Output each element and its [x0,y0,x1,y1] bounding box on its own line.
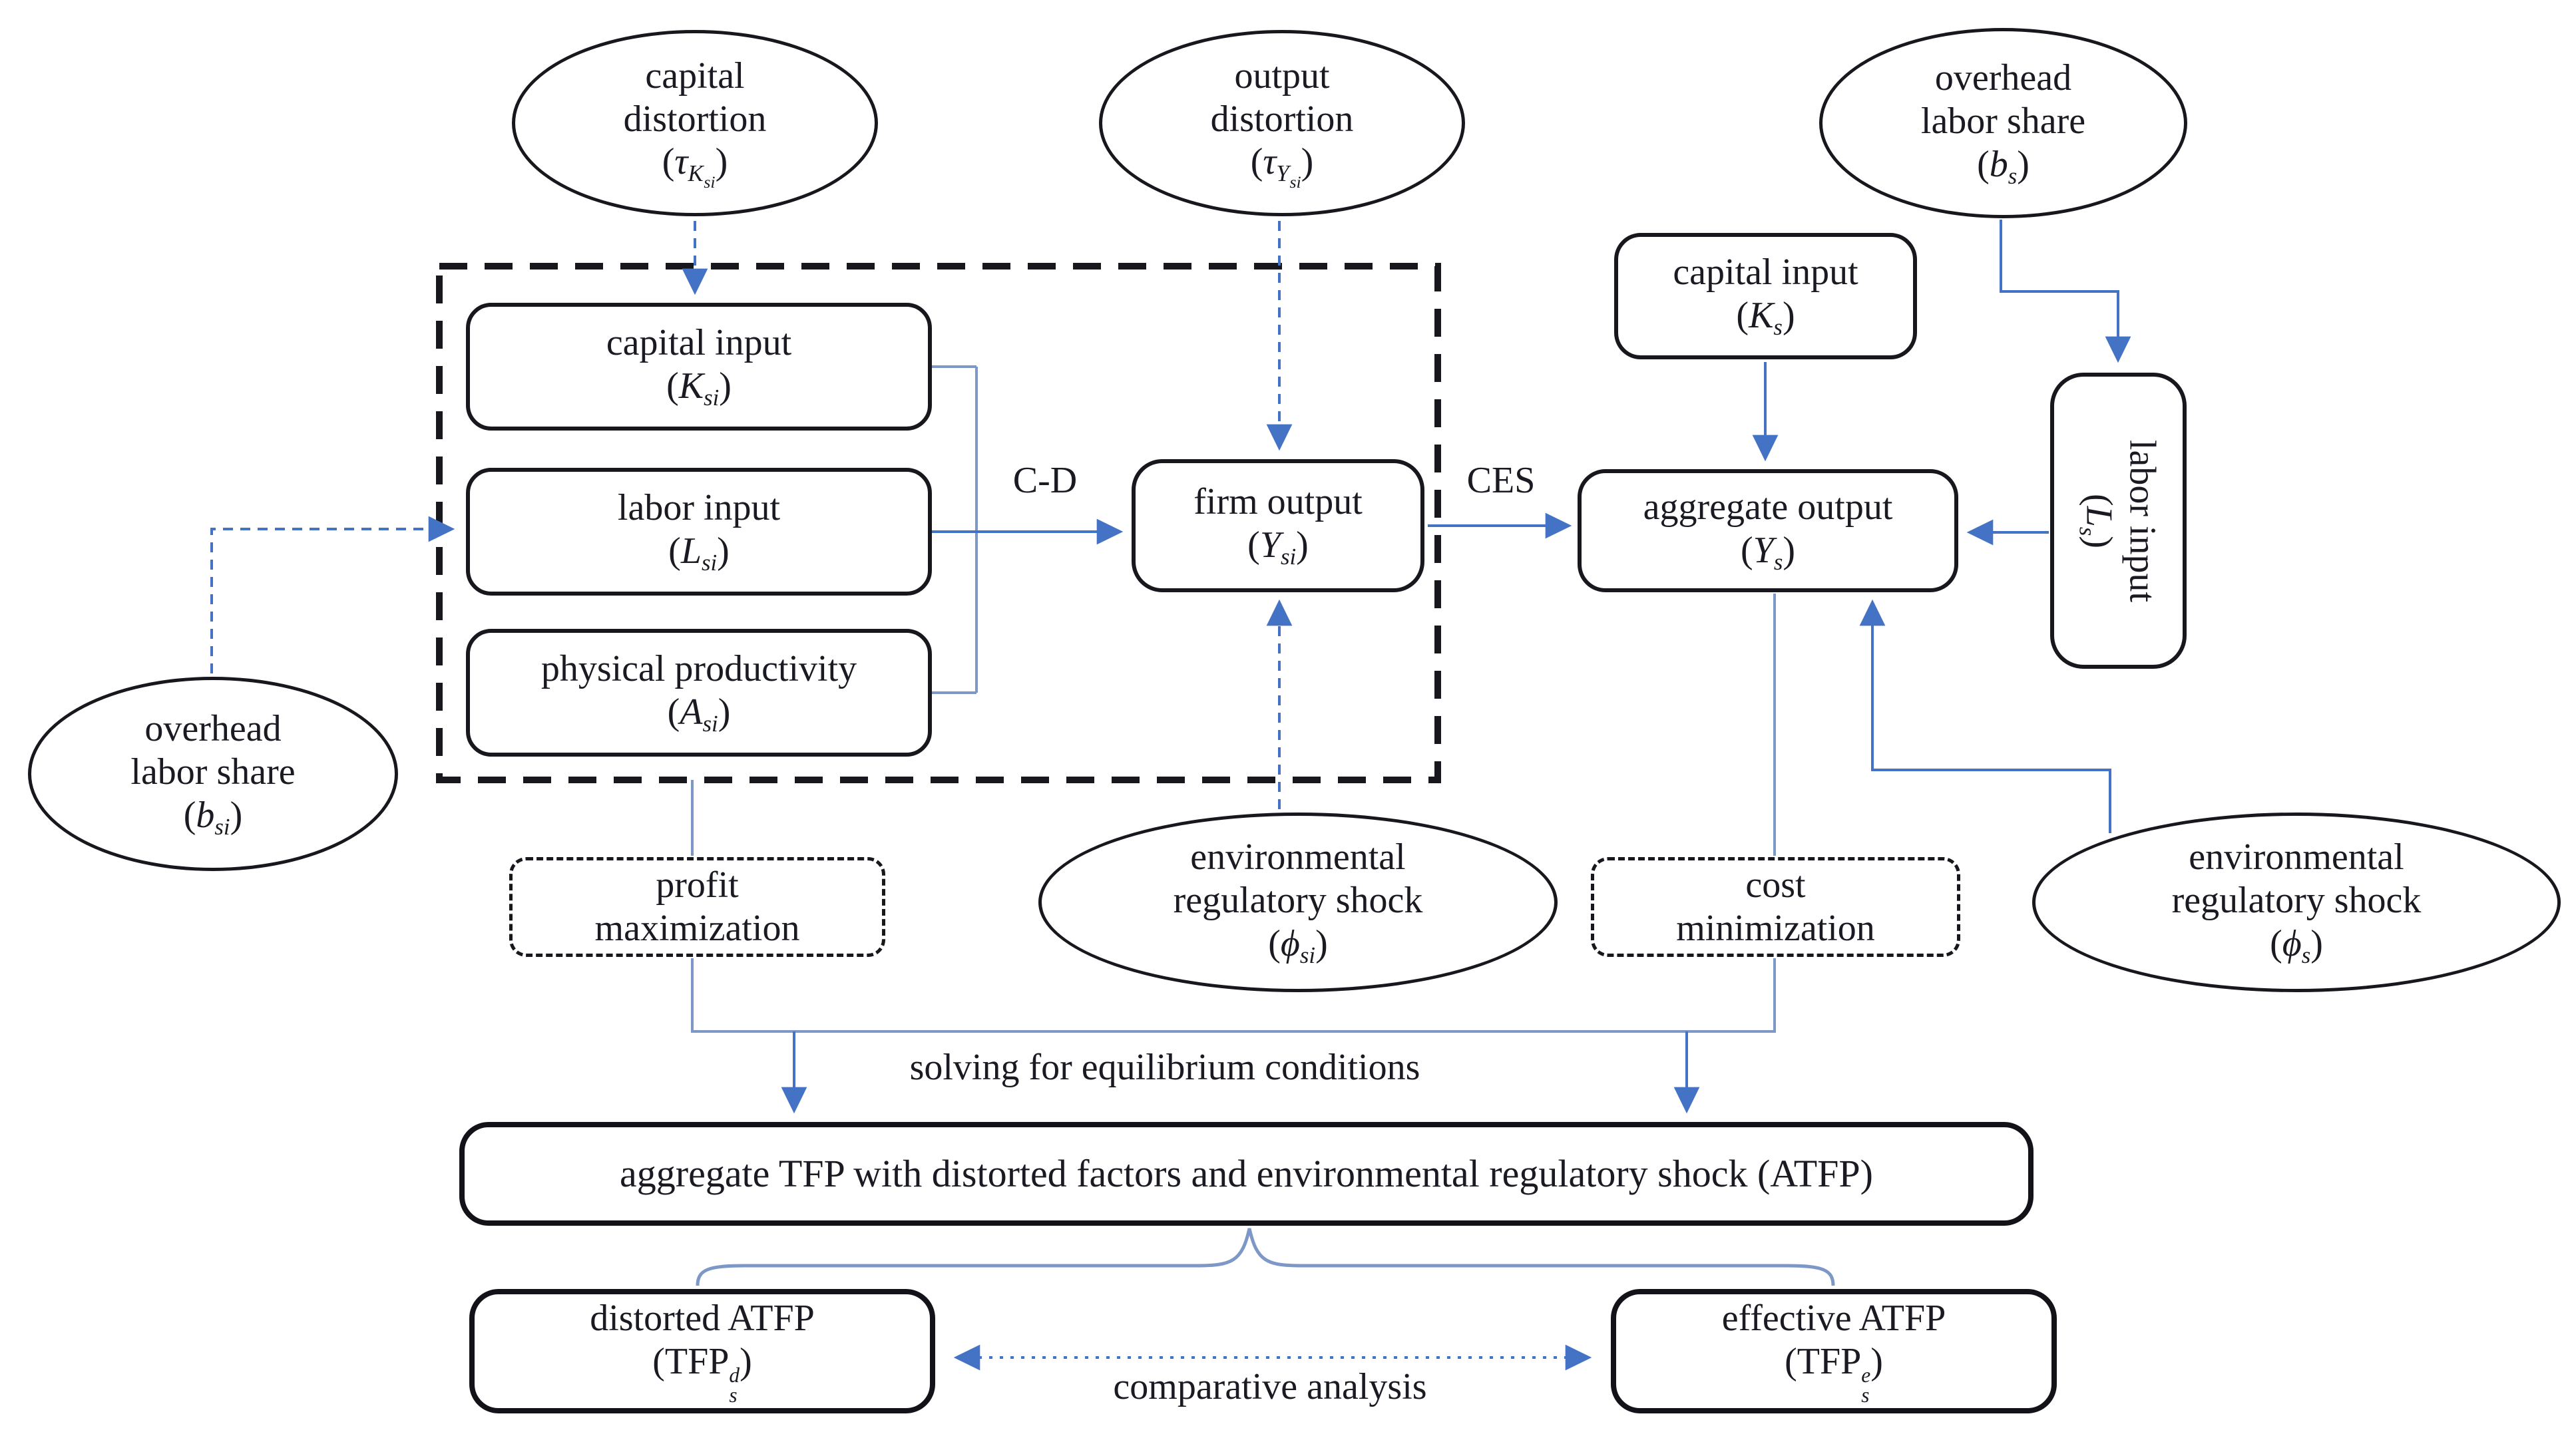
capital-input-s-label: capital input [1673,252,1858,293]
capital-input-si-symbol: (Ksi) [666,365,732,411]
labor-input-s-rotated-text: labor input (Ls) [2050,373,2187,669]
labor-input-s-box: labor input (Ls) [2050,373,2187,669]
aggregate-output-label: aggregate output [1643,486,1893,528]
capital-input-si-label: capital input [606,322,792,364]
capital-input-si-box: capital input (Ksi) [466,303,932,431]
merge-lines [691,365,1835,1286]
edge-label-solving-equilibrium: solving for equilibrium conditions [909,1047,1420,1088]
physical-productivity-label: physical productivity [540,648,857,690]
labor-input-si-label: labor input [617,487,781,529]
aggregate-output-symbol: (Ys) [1741,529,1795,575]
overhead-labor-share-si-symbol: (bsi) [183,794,243,840]
edge-label-cobb-douglas: C-D [1012,460,1078,501]
capital-distortion-symbol: (τKsi) [662,141,728,192]
atfp-box: aggregate TFP with distorted factors and… [459,1122,2034,1226]
firm-output-symbol: (Ysi) [1247,524,1309,570]
env-shock-s-symbol: (ϕs) [2270,922,2323,968]
edge-label-ces: CES [1466,460,1536,501]
arrow-envshock-s-to-aggregate [1859,599,2111,833]
brace-atfp-split [696,1228,1835,1286]
arrow-bs-to-labor-s [2000,220,2131,363]
labor-input-s-symbol: (Ls) [2074,493,2120,548]
overhead-labor-share-s-symbol: (bs) [1977,143,2030,189]
aggregate-output-box: aggregate output (Ys) [1578,469,1958,592]
env-shock-si-symbol: (ϕsi) [1268,922,1328,968]
labor-input-si-symbol: (Lsi) [668,530,730,576]
solid-arrows [781,220,2131,1114]
arrow-bsi-to-labor-si [210,516,455,673]
capital-input-s-symbol: (Ks) [1736,295,1795,341]
physical-productivity-symbol: (Asi) [667,691,731,737]
effective-atfp-label: effective ATFP [1721,1298,1946,1340]
labor-input-si-box: labor input (Lsi) [466,468,932,596]
labor-input-s-label: labor input [2121,439,2163,602]
atfp-label: aggregate TFP with distorted factors and… [620,1152,1873,1196]
firm-output-label: firm output [1193,481,1363,523]
dashed-arrows [210,221,1293,809]
output-distortion-symbol: (τYsi) [1250,141,1314,192]
physical-productivity-box: physical productivity (Asi) [466,629,932,757]
firm-output-box: firm output (Ysi) [1132,459,1424,592]
capital-input-s-box: capital input (Ks) [1614,233,1917,359]
edge-label-comparative-analysis: comparative analysis [1113,1366,1427,1407]
distorted-atfp-label: distorted ATFP [590,1298,815,1340]
